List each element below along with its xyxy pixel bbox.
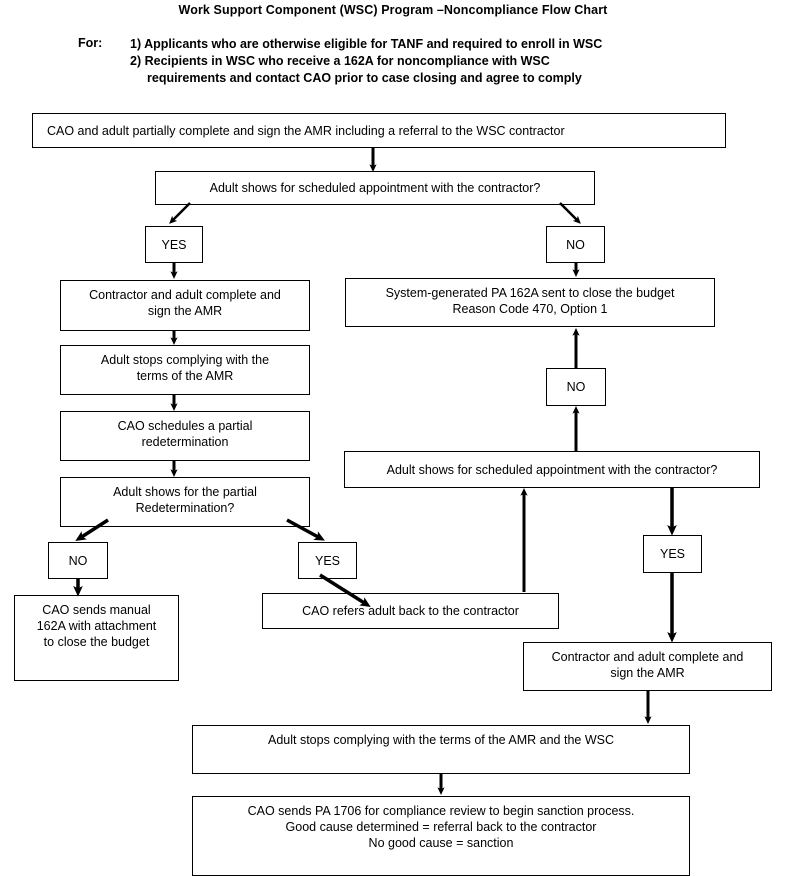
node-system-generated-162a[interactable]: System-generated PA 162A sent to close t… xyxy=(345,278,715,327)
node-label: Contractor and adult complete and sign t… xyxy=(551,650,744,680)
node-label: YES xyxy=(161,237,187,252)
node-label: CAO sends PA 1706 for compliance review … xyxy=(247,804,635,850)
node-cao-adult-partially-complete[interactable]: CAO and adult partially complete and sig… xyxy=(32,113,726,148)
node-no-1[interactable]: NO xyxy=(546,226,605,263)
for-item-3: requirements and contact CAO prior to ca… xyxy=(147,71,582,85)
node-label: NO xyxy=(68,553,88,568)
node-yes-1[interactable]: YES xyxy=(145,226,203,263)
node-no-2[interactable]: NO xyxy=(546,368,606,406)
node-label: CAO refers adult back to the contractor xyxy=(302,604,519,618)
node-no-3[interactable]: NO xyxy=(48,542,108,579)
edge-n2-no xyxy=(559,202,581,224)
node-contractor-adult-complete-2[interactable]: Contractor and adult complete and sign t… xyxy=(523,642,772,691)
node-label: Adult stops complying with the terms of … xyxy=(268,733,614,747)
node-yes-3[interactable]: YES xyxy=(643,535,702,573)
node-yes-2[interactable]: YES xyxy=(298,542,357,579)
page-title: Work Support Component (WSC) Program –No… xyxy=(178,3,608,17)
node-label: Contractor and adult complete and sign t… xyxy=(89,288,281,318)
node-label: CAO and adult partially complete and sig… xyxy=(47,123,565,138)
for-item-2: 2) Recipients in WSC who receive a 162A … xyxy=(130,54,550,68)
node-label: YES xyxy=(314,553,340,568)
node-label: CAO schedules a partial redetermination xyxy=(117,419,253,449)
node-label: Adult shows for scheduled appointment wi… xyxy=(209,181,541,195)
for-criteria-list: 1) Applicants who are otherwise eligible… xyxy=(130,36,730,87)
for-item-1: 1) Applicants who are otherwise eligible… xyxy=(130,37,603,51)
edge-n2-yes xyxy=(169,202,191,224)
node-label: Adult stops complying with the terms of … xyxy=(100,353,270,383)
node-adult-shows-appointment-2[interactable]: Adult shows for scheduled appointment wi… xyxy=(344,451,760,488)
node-cao-sends-pa-1706[interactable]: CAO sends PA 1706 for compliance review … xyxy=(192,796,690,876)
node-label: CAO sends manual 162A with attachment to… xyxy=(36,603,157,649)
node-label: NO xyxy=(566,380,586,394)
node-label: YES xyxy=(659,547,685,561)
node-label: NO xyxy=(566,237,585,252)
node-adult-stops-complying-amr[interactable]: Adult stops complying with the terms of … xyxy=(60,345,310,395)
for-label: For: xyxy=(78,36,103,50)
node-label: Adult shows for scheduled appointment wi… xyxy=(386,462,718,477)
node-adult-stops-complying-amr-wsc[interactable]: Adult stops complying with the terms of … xyxy=(192,725,690,774)
node-cao-refers-adult-back[interactable]: CAO refers adult back to the contractor xyxy=(262,593,559,629)
node-adult-shows-appointment-1[interactable]: Adult shows for scheduled appointment wi… xyxy=(155,171,595,205)
node-contractor-adult-complete-1[interactable]: Contractor and adult complete and sign t… xyxy=(60,280,310,331)
node-adult-shows-partial-redetermination[interactable]: Adult shows for the partial Redeterminat… xyxy=(60,477,310,527)
node-label: System-generated PA 162A sent to close t… xyxy=(385,286,675,316)
node-cao-sends-manual-162a[interactable]: CAO sends manual 162A with attachment to… xyxy=(14,595,179,681)
node-label: Adult shows for the partial Redeterminat… xyxy=(113,485,257,515)
node-cao-schedules-partial-redetermination[interactable]: CAO schedules a partial redetermination xyxy=(60,411,310,461)
